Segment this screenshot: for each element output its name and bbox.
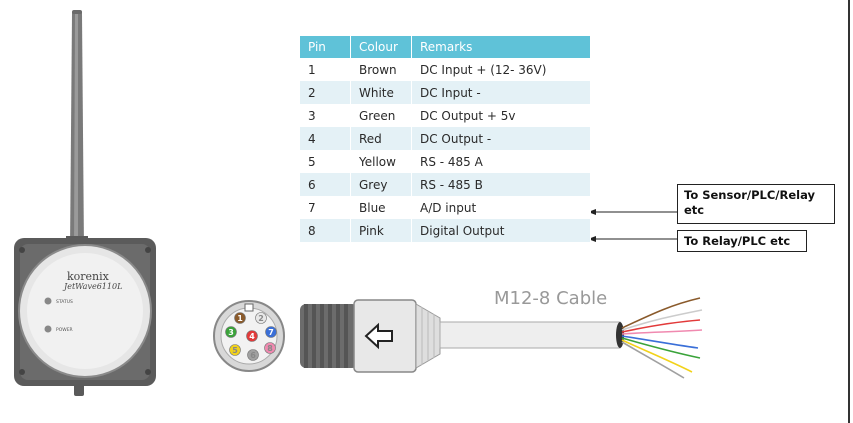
table-row: 5 Yellow RS - 485 A (300, 150, 591, 173)
cell-remarks: A/D input (411, 196, 591, 219)
header-pin: Pin (300, 36, 351, 58)
cell-colour: Grey (350, 173, 412, 196)
cable (439, 321, 624, 349)
table-header-row: Pin Colour Remarks (300, 36, 591, 58)
table-row: 1 Brown DC Input + (12- 36V) (300, 58, 591, 81)
header-colour: Colour (350, 36, 412, 58)
power-led (44, 325, 52, 333)
arrow-head-sensor (588, 209, 596, 215)
status-label: STATUS (56, 300, 73, 305)
wires (621, 297, 703, 379)
connector-pin-label: 2 (258, 314, 264, 323)
table-row: 7 Blue A/D input (300, 196, 591, 219)
power-label: POWER (56, 328, 73, 333)
connector-pin-label: 8 (267, 344, 273, 353)
table-row: 8 Pink Digital Output (300, 219, 591, 242)
cell-remarks: DC Input + (12- 36V) (411, 58, 591, 81)
connector-pin-2 (255, 312, 267, 324)
cable-label: M12-8 Cable (494, 288, 608, 309)
connector-pin-4 (246, 330, 258, 342)
cell-pin: 1 (300, 58, 351, 81)
header-remarks: Remarks (411, 36, 591, 58)
cell-colour: Blue (350, 196, 412, 219)
cell-pin: 3 (300, 104, 351, 127)
cell-remarks: RS - 485 B (411, 173, 591, 196)
connector-pin-7 (265, 326, 277, 338)
cell-pin: 6 (300, 173, 351, 196)
cell-colour: Brown (350, 58, 412, 81)
wire-green (621, 337, 701, 359)
wire-brown (621, 297, 701, 329)
connector-face: 1 2 3 4 5 6 7 8 (213, 300, 285, 372)
table-row: 2 White DC Input - (300, 81, 591, 104)
callout-arrows (588, 209, 677, 242)
device-housing (14, 238, 156, 396)
cell-remarks: Digital Output (411, 219, 591, 242)
cell-remarks: DC Output - (411, 127, 591, 150)
cell-colour: White (350, 81, 412, 104)
cell-remarks: RS - 485 A (411, 150, 591, 173)
cable-plug (300, 299, 441, 373)
cell-colour: Pink (350, 219, 412, 242)
wire-pink (621, 329, 703, 335)
connector-pin-8 (264, 342, 276, 354)
connector-pin-label: 5 (232, 346, 238, 355)
cell-remarks: DC Output + 5v (411, 104, 591, 127)
wire-red (621, 319, 701, 333)
connector-pin-1 (234, 312, 246, 324)
callout-relay: To Relay/PLC etc (677, 230, 807, 252)
status-led (44, 297, 52, 305)
callout-sensor: To Sensor/PLC/Relay etc (677, 184, 835, 224)
connector-pin-label: 3 (228, 328, 234, 337)
cell-pin: 2 (300, 81, 351, 104)
right-edge-line (848, 0, 850, 423)
table-row: 4 Red DC Output - (300, 127, 591, 150)
cell-colour: Yellow (350, 150, 412, 173)
cell-remarks: DC Input - (411, 81, 591, 104)
connector-pin-5 (229, 344, 241, 356)
connector-pin-6 (247, 349, 259, 361)
cell-pin: 8 (300, 219, 351, 242)
table-row: 3 Green DC Output + 5v (300, 104, 591, 127)
cell-colour: Green (350, 104, 412, 127)
connector-pin-label: 7 (268, 328, 274, 337)
connector-pin-3 (225, 326, 237, 338)
connector-pins: 1 2 3 4 5 6 7 8 (225, 312, 277, 361)
arrow-head-relay (588, 236, 596, 242)
cell-pin: 4 (300, 127, 351, 150)
antenna (66, 10, 88, 254)
wire-grey (621, 341, 685, 379)
device-brand: korenix (67, 270, 109, 283)
device-model: JetWave6110L (64, 282, 123, 291)
connector-pin-label: 4 (249, 332, 255, 341)
cell-pin: 5 (300, 150, 351, 173)
connector-pin-label: 6 (250, 351, 256, 360)
wire-yellow (621, 339, 693, 373)
cell-pin: 7 (300, 196, 351, 219)
table-row: 6 Grey RS - 485 B (300, 173, 591, 196)
connector-pin-label: 1 (237, 314, 243, 323)
wire-white (621, 309, 703, 331)
cell-colour: Red (350, 127, 412, 150)
pin-table: Pin Colour Remarks 1 Brown DC Input + (1… (300, 36, 591, 242)
wire-blue (621, 335, 699, 349)
